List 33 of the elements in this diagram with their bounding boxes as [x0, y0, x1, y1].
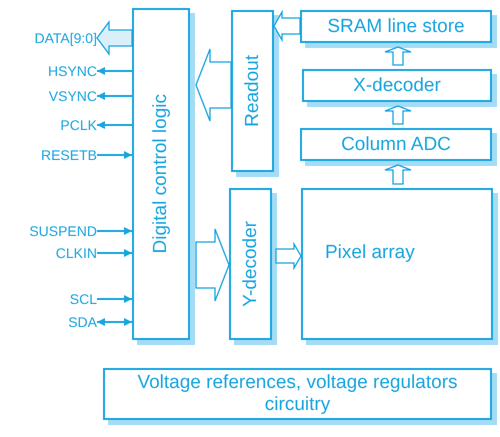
block-label: Readout [242, 55, 264, 127]
block-arrow [275, 242, 302, 270]
block-arrow [195, 228, 230, 302]
signal-arrow [97, 92, 132, 100]
signal-label: VSYNC [0, 88, 97, 104]
block-arrow [195, 48, 232, 122]
block-arrow [384, 46, 412, 66]
signal-label: RESETB [0, 147, 97, 163]
block-label: X-decoder [353, 74, 441, 96]
block-label: Y-decoder [240, 221, 262, 307]
block-label: Pixel array [325, 242, 415, 264]
signal-label: SCL [0, 291, 97, 307]
signal-label: CLKIN [0, 245, 97, 261]
block-arrow [96, 20, 133, 56]
signal-arrow [97, 227, 132, 235]
block-arrow [384, 105, 412, 125]
signal-label: SUSPEND [0, 223, 97, 239]
signal-arrow [97, 249, 132, 257]
signal-arrow [97, 121, 132, 129]
block-label: SRAM line store [327, 16, 465, 38]
block-arrow [384, 164, 412, 185]
signal-label: SDA [0, 314, 97, 330]
block-arrow [273, 10, 301, 42]
block-label: Voltage references, voltage regulators circuitry [136, 372, 459, 416]
signal-label: PCLK [0, 117, 97, 133]
signal-arrow [97, 67, 132, 75]
block-label: Column ADC [341, 134, 451, 156]
signal-label: DATA[9:0] [0, 30, 97, 46]
signal-arrow [97, 151, 132, 159]
block-label: Digital control logic [150, 94, 172, 254]
signal-label: HSYNC [0, 63, 97, 79]
signal-arrow [97, 295, 132, 303]
signal-arrow [97, 318, 132, 326]
